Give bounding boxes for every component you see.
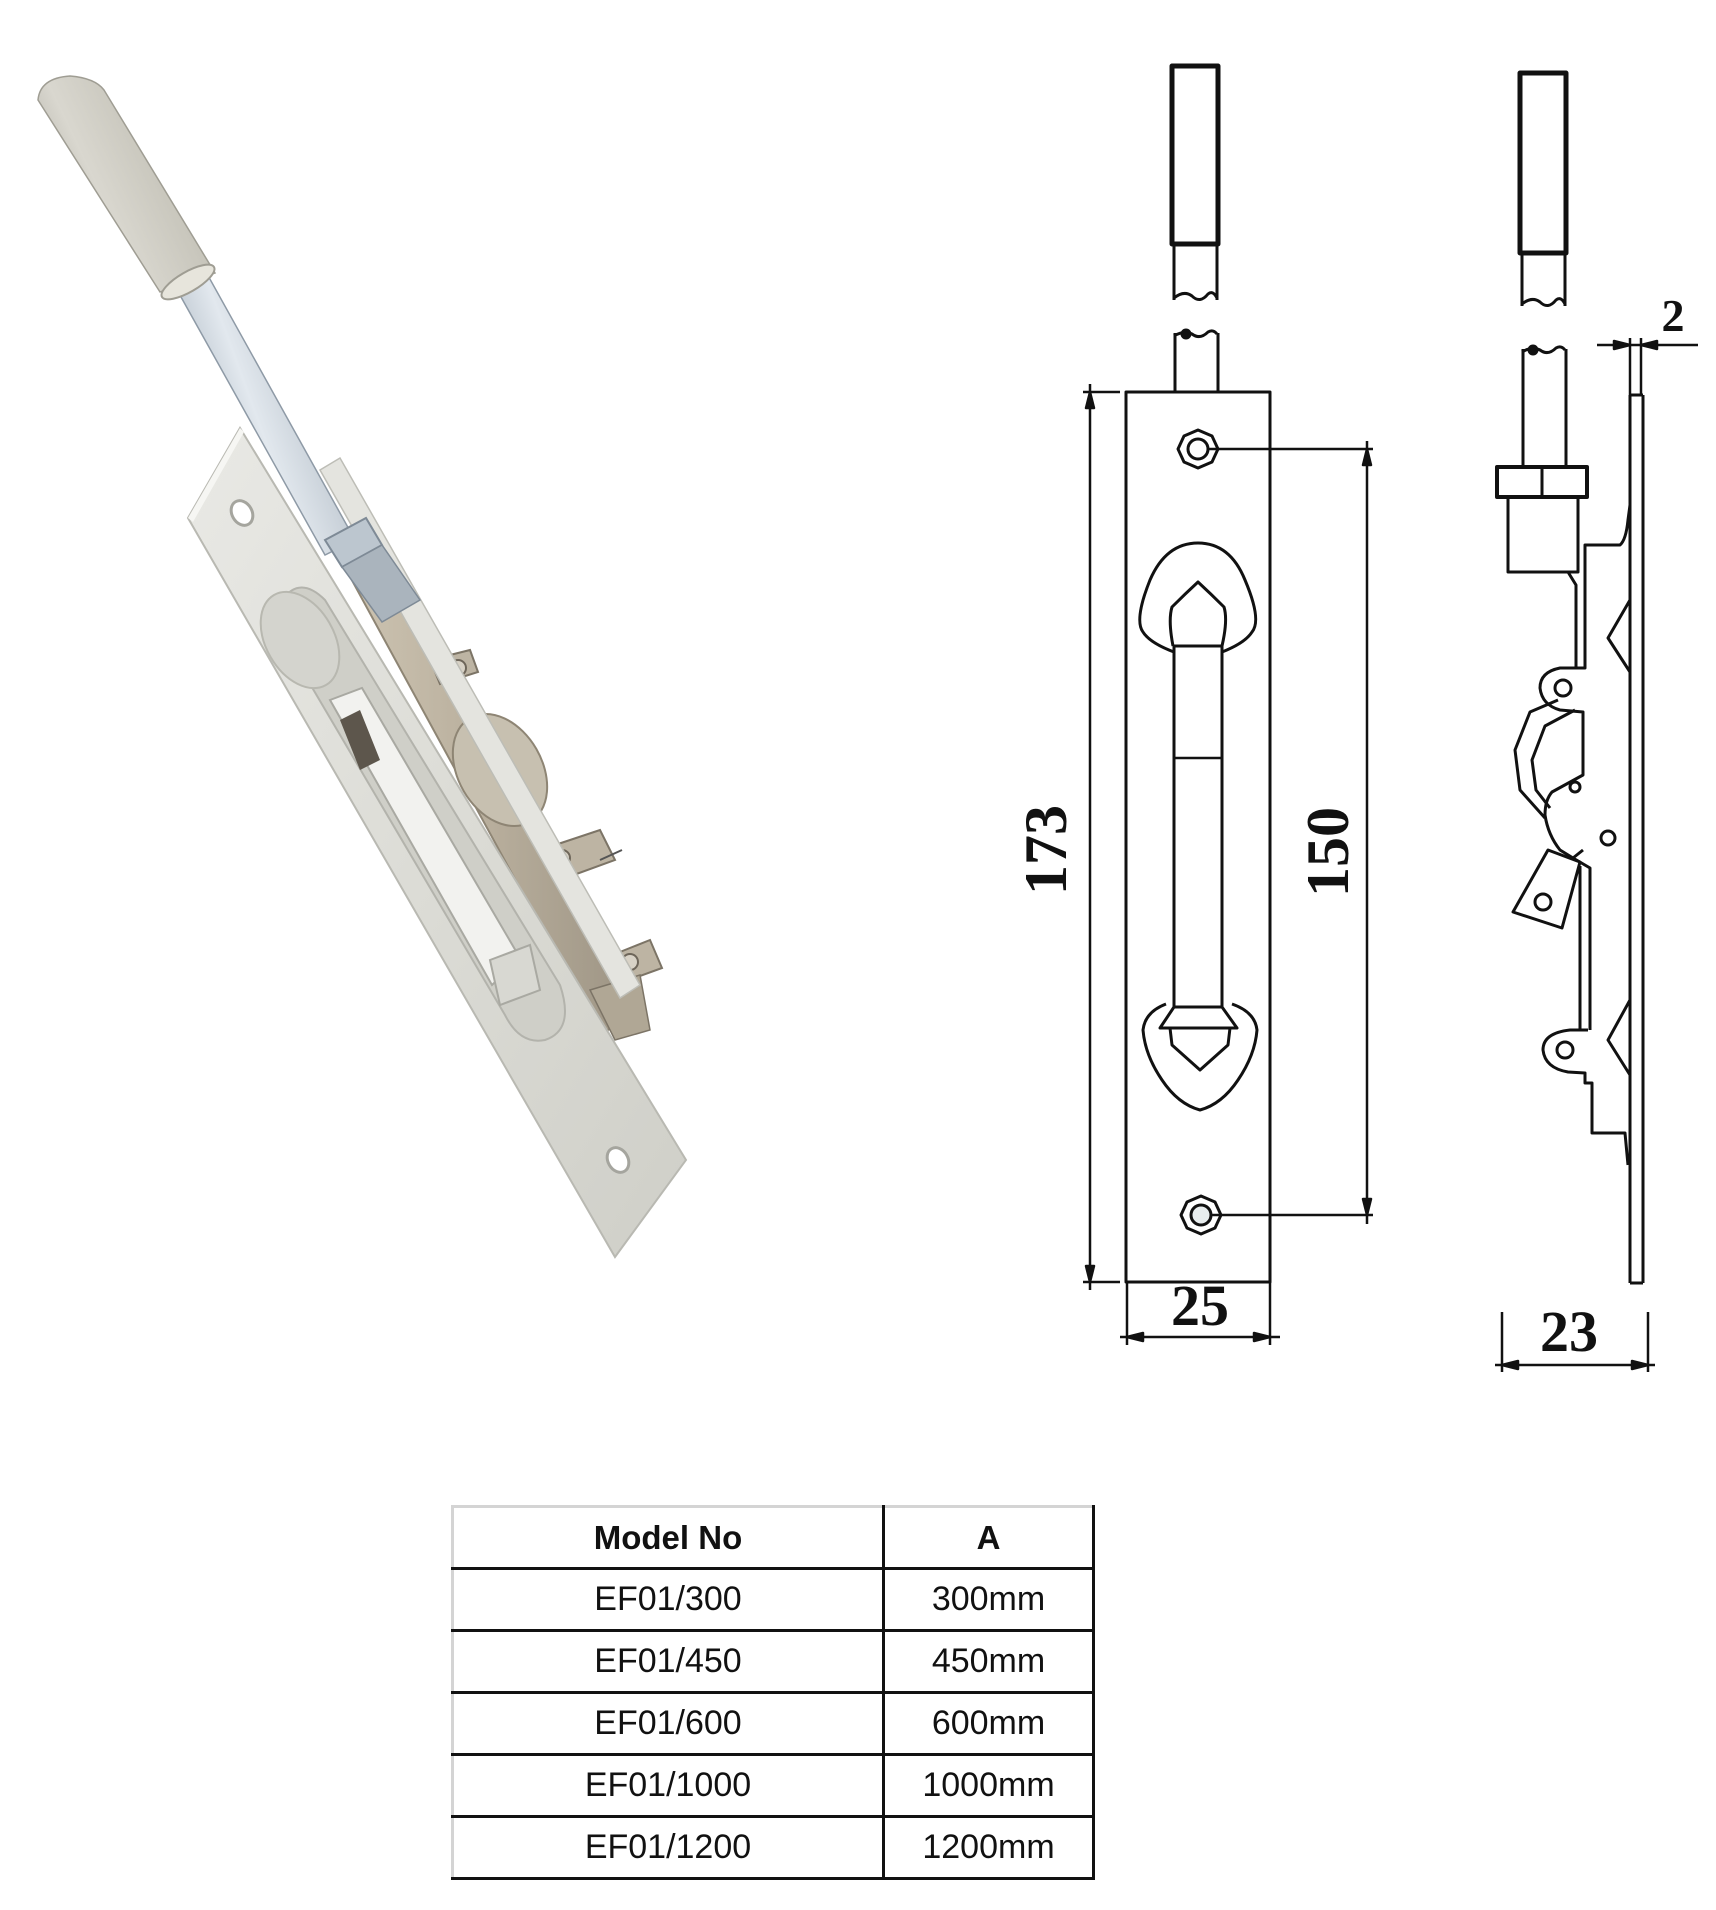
front-dimensions [1083,384,1373,1345]
length-cell: 600mm [882,1691,1095,1756]
dimension-label-173: 173 [1013,805,1079,895]
model-spec-table: Model No A EF01/300 300mm EF01/450 450mm… [451,1505,1095,1880]
bolt-cap [37,75,217,301]
side-view [1495,70,1645,1285]
column-header-model-no: Model No [451,1505,885,1570]
length-cell: 300mm [882,1567,1095,1632]
dimension-label-25: 25 [1171,1273,1229,1338]
length-cell: 1200mm [882,1815,1095,1880]
dimension-label-2: 2 [1661,290,1685,341]
face-plate [186,426,688,1259]
product-photo [37,75,688,1259]
technical-drawing [1083,63,1698,1372]
table-row: EF01/1000 1000mm [451,1753,1095,1818]
dimension-label-23: 23 [1540,1299,1598,1364]
table-row: EF01/300 300mm [451,1567,1095,1632]
length-cell: 1000mm [882,1753,1095,1818]
screw-hole-top [229,499,255,527]
model-cell: EF01/1000 [451,1753,885,1818]
table-row: EF01/450 450mm [451,1629,1095,1694]
model-cell: EF01/300 [451,1567,885,1632]
screw-hole-bottom-icon [1179,1194,1223,1236]
dimension-label-150: 150 [1295,807,1361,897]
column-header-a: A [882,1505,1095,1570]
model-cell: EF01/450 [451,1629,885,1694]
model-cell: EF01/600 [451,1691,885,1756]
table-row: EF01/600 600mm [451,1691,1095,1756]
table-header-row: Model No A [451,1505,1095,1570]
front-plate-outline [1124,390,1272,1284]
front-view [1124,63,1272,1284]
model-cell: EF01/1200 [451,1815,885,1880]
table-row: EF01/1200 1200mm [451,1815,1095,1880]
side-dimensions [1495,338,1698,1372]
length-cell: 450mm [882,1629,1095,1694]
screw-hole-bottom [605,1146,631,1174]
